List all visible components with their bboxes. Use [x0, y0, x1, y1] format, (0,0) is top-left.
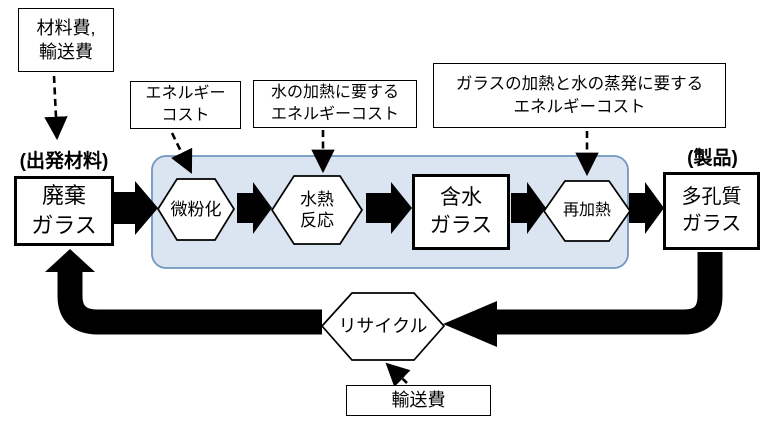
cost-box-glass-heating-evaporation: ガラスの加熱と水の蒸発に要する エネルギーコスト — [433, 63, 726, 128]
node-hydrothermal-reaction-label: 水熱 反応 — [300, 189, 334, 230]
hexagon-reheating — [542, 180, 632, 242]
flow-arrow-reheating-to-porous — [629, 182, 664, 234]
flow-arrow-hydrothermal-to-hydrous — [366, 182, 412, 234]
node-reheating-label: 再加熱 — [562, 202, 611, 219]
hexagon-recycle — [320, 292, 446, 361]
cost-box-materials-transport: 材料費, 輸送費 — [18, 8, 114, 72]
flow-arrow-waste-to-pulverization — [113, 181, 158, 235]
label-start-material: (出発材料) — [19, 151, 109, 172]
dashed-arrow-transport-cost — [385, 362, 411, 388]
loop-arrow-right-segment — [497, 252, 723, 335]
loop-arrowhead-into-waste-glass — [45, 249, 95, 272]
hexagon-pulverization — [156, 178, 236, 241]
cost-box-transport: 輸送費 — [346, 385, 491, 416]
node-pulverization-label: 微粉化 — [170, 199, 222, 219]
node-waste-glass: 廃棄 ガラス — [14, 176, 114, 246]
node-recycle-label: リサイクル — [338, 316, 428, 337]
flow-arrow-hydrous-to-reheating — [511, 182, 546, 234]
loop-arrow-left-segment — [57, 271, 322, 335]
dashed-arrow-energy-cost — [170, 132, 193, 174]
loop-arrowhead-into-recycle — [443, 301, 497, 347]
cost-box-water-heating: 水の加熱に要する エネルギーコスト — [253, 80, 417, 128]
node-porous-glass: 多孔質 ガラス — [663, 172, 760, 250]
label-product: (製品) — [687, 148, 738, 169]
hexagon-hydrothermal-reaction — [270, 175, 364, 245]
node-hydrous-glass: 含水 ガラス — [412, 174, 510, 250]
dashed-arrow-materials-cost — [44, 75, 68, 141]
flow-arrow-pulverization-to-hydrothermal — [237, 182, 272, 234]
cost-box-energy: エネルギー コスト — [130, 81, 241, 129]
